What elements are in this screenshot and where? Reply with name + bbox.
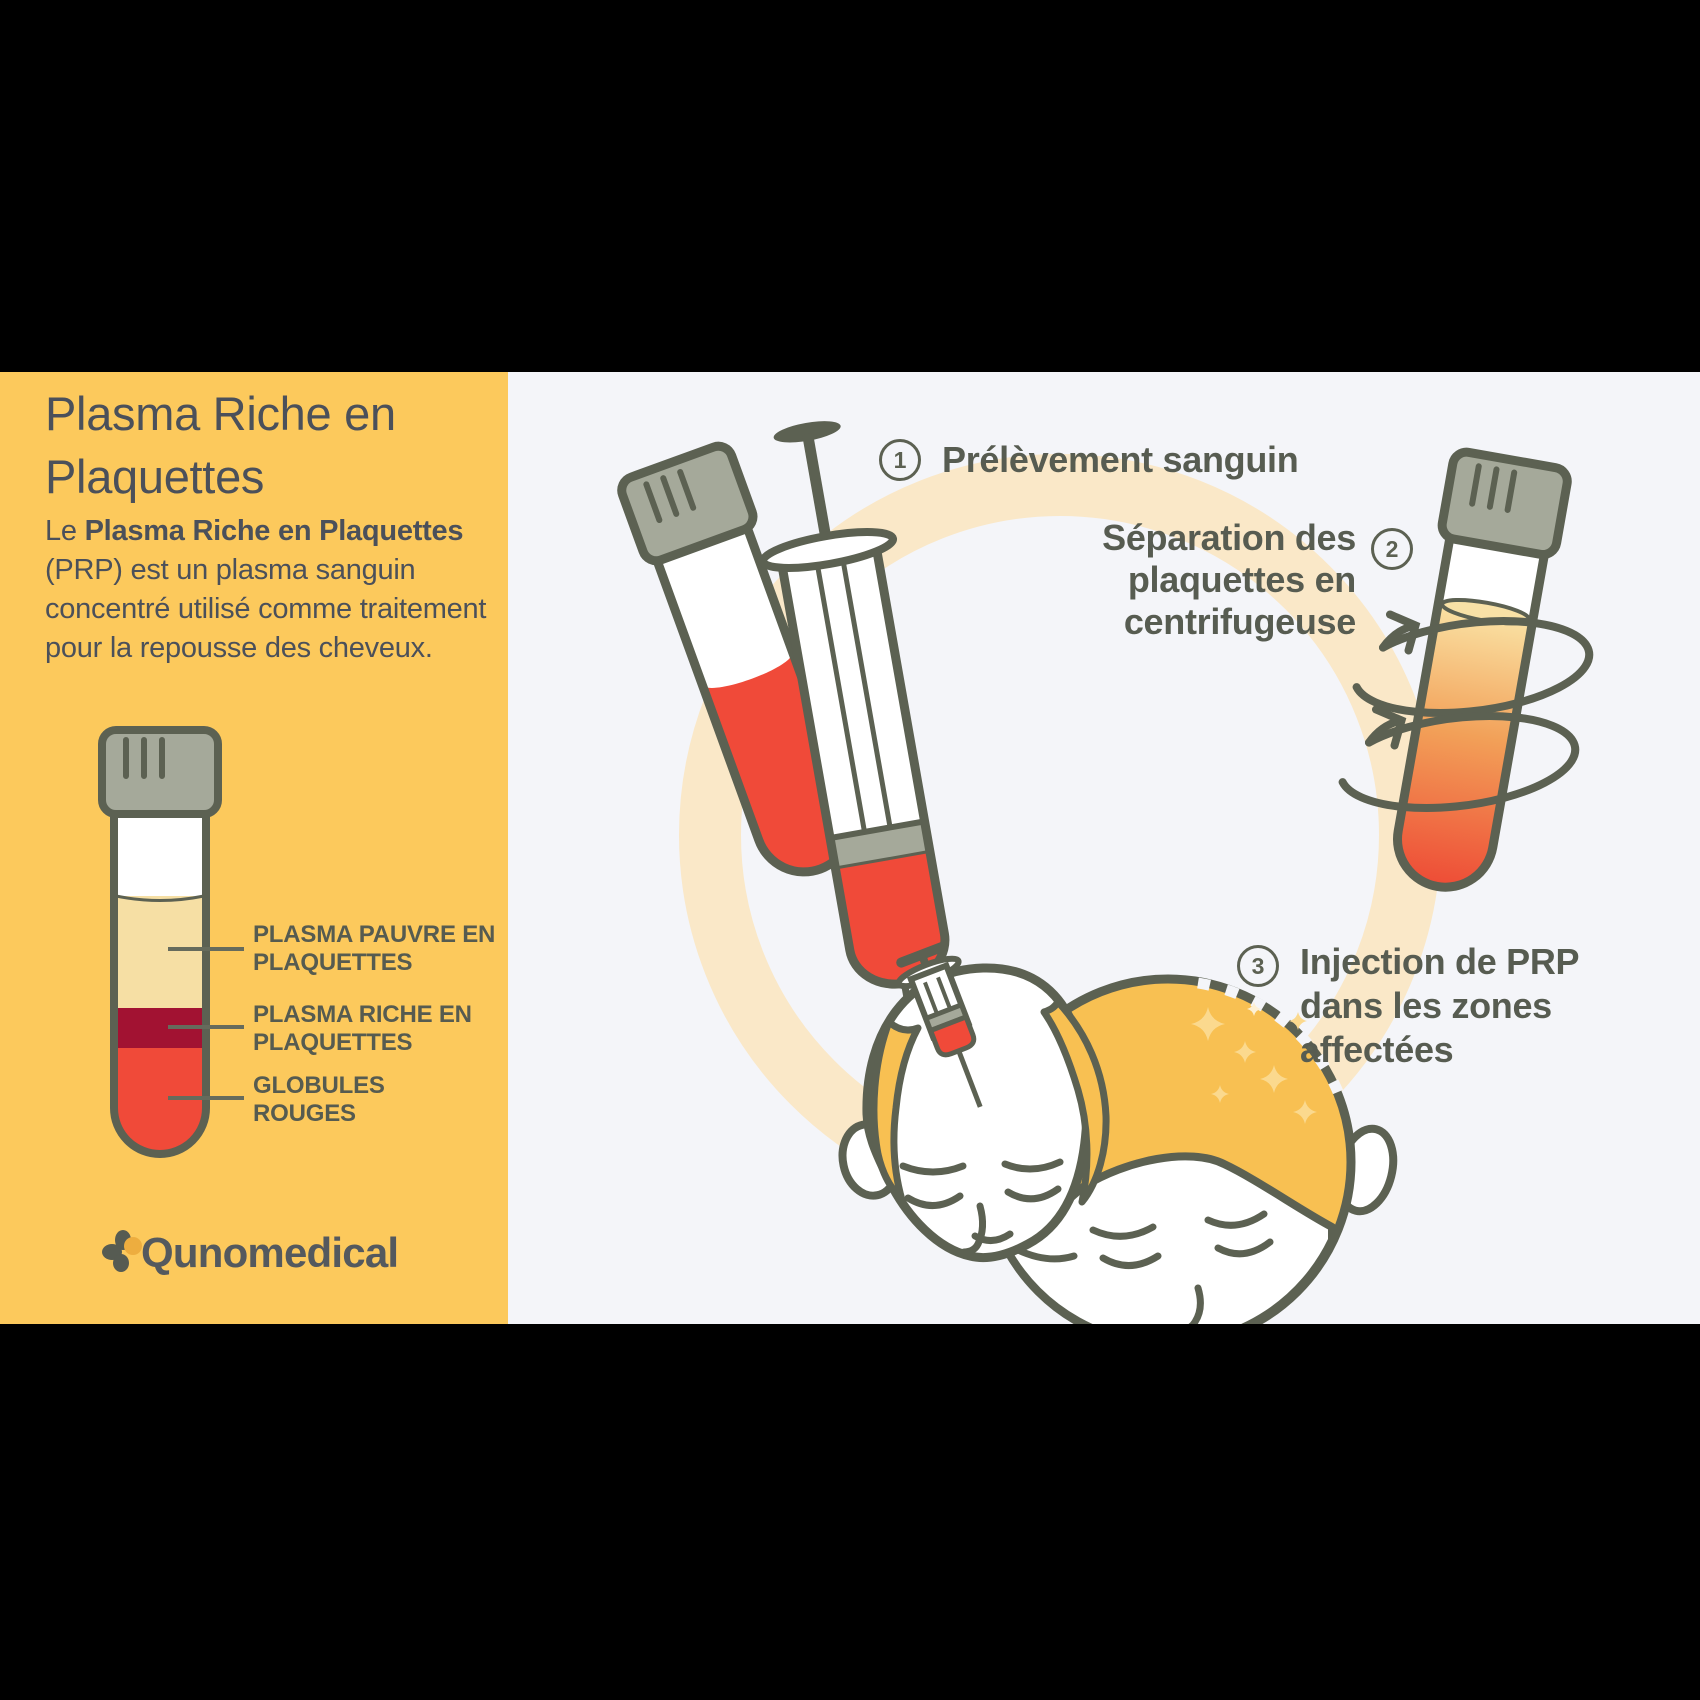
step-2-badge: 2 (1371, 528, 1413, 570)
logo-wordmark: Qunomedical (141, 1229, 399, 1276)
letterbox-bottom (0, 1324, 1700, 1700)
tube-label-plasma-pauvre: PLASMA PAUVRE EN PLAQUETTES (253, 921, 496, 976)
swirl-arrow-icon (1352, 610, 1594, 717)
label-connector-line (168, 1025, 244, 1029)
side-hair-right (1040, 998, 1110, 1206)
step-3-label: Injection de PRP dans les zones affectée… (1300, 941, 1579, 1070)
step-1-badge: 1 (879, 439, 921, 481)
patient-head-before (838, 963, 1110, 1263)
test-tube-diagram-icon (98, 726, 222, 1158)
tube-label-plasma-riche: PLASMA RICHE EN PLAQUETTES (253, 1001, 472, 1056)
label-connector-line (168, 947, 244, 951)
step-2-label: Séparation des plaquettes en centrifugeu… (1102, 517, 1356, 642)
label-connector-line (168, 1096, 244, 1100)
logo-flower-icon (102, 1230, 142, 1272)
brand-logo: Qunomedical (102, 1228, 399, 1278)
intro-lead: Le (45, 515, 85, 547)
intro-rest: (PRP) est un plasma sanguin concentré ut… (45, 554, 487, 664)
scalp-syringe-icon (895, 941, 983, 1108)
red-cells-section (114, 1048, 206, 1154)
plasma-poor-section (114, 896, 206, 1008)
content-band: Plasma Riche en Plaquettes Le Plasma Ric… (0, 372, 1700, 1324)
centrifuge-tube-icon (1393, 447, 1572, 892)
dashed-hairline (1197, 977, 1344, 1095)
page-title: Plasma Riche en Plaquettes (45, 387, 396, 503)
step-1-label: Prélèvement sanguin (942, 439, 1299, 480)
side-hair-left (870, 1018, 922, 1204)
tube-body (110, 814, 210, 1158)
tube-cap (98, 726, 222, 818)
sparkle-icon (1191, 1002, 1317, 1124)
letterbox-top (0, 0, 1700, 372)
blood-tube-icon (617, 441, 857, 877)
swirl-arrow-icon (1338, 705, 1580, 812)
intro-paragraph: Le Plasma Riche en Plaquettes (PRP) est … (45, 512, 517, 668)
sidebar: Plasma Riche en Plaquettes Le Plasma Ric… (0, 372, 508, 1324)
tube-label-globules-rouges: GLOBULES ROUGES (253, 1072, 385, 1127)
process-cycle-illustration (617, 421, 1594, 1324)
intro-bold: Plasma Riche en Plaquettes (84, 515, 464, 547)
process-panel: 1 Prélèvement sanguin 2 Séparation des p… (508, 372, 1700, 1324)
step-3-badge: 3 (1237, 945, 1279, 987)
